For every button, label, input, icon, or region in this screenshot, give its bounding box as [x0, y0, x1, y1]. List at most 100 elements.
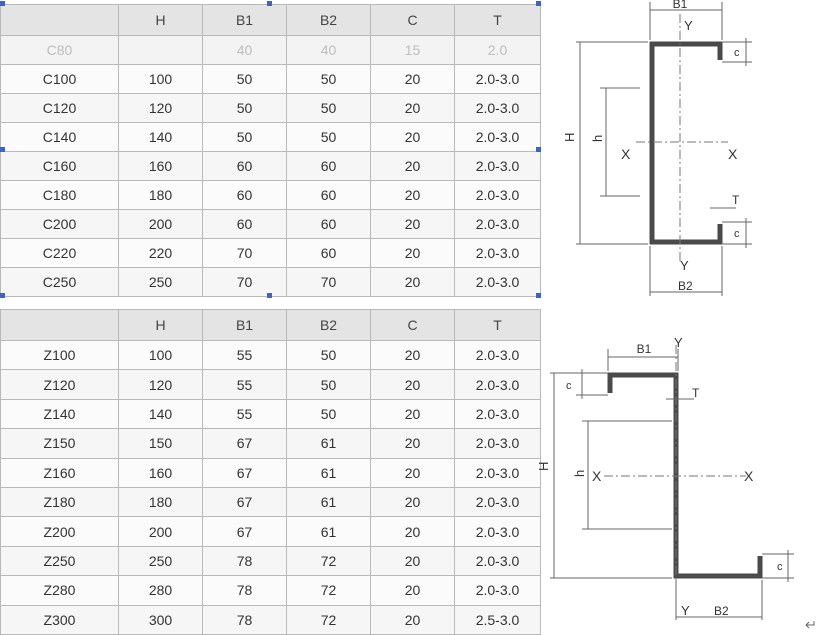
z-section-diagram: B1 Y c T H h X X c Y B2: [538, 335, 794, 620]
selection-handle[interactable]: [267, 293, 272, 298]
header-cell-t: T: [454, 309, 541, 341]
table-cell: 61: [286, 516, 371, 547]
return-arrow-icon: [805, 621, 815, 629]
table-cell: 72: [286, 545, 371, 577]
table-cell: 20: [370, 545, 455, 577]
table-row-partial: C80 40 40 15 2.0: [0, 35, 541, 65]
table-cell: 20: [370, 64, 455, 94]
table-cell: 2.0-3.0: [454, 369, 541, 400]
table-cell: 60: [202, 209, 287, 239]
table-cell: 2.0-3.0: [454, 516, 541, 547]
z-diagram-label-t: T: [692, 386, 700, 400]
table-cell: 67: [202, 516, 287, 547]
table-cell: Z150: [0, 428, 119, 459]
table-cell: 55: [202, 398, 287, 430]
z-diagram-label-c-bottom: c: [777, 561, 783, 573]
table-cell: Z180: [0, 486, 119, 518]
table-cell: 200: [118, 516, 203, 547]
table-cell: 78: [202, 545, 287, 577]
table-cell: 140: [118, 122, 203, 152]
table-cell: 100: [118, 64, 203, 94]
table-cell: 20: [370, 428, 455, 459]
z-diagram-label-x-left: X: [592, 468, 602, 484]
table-cell: 70: [202, 238, 287, 268]
table-cell: 20: [370, 575, 455, 606]
table-cell: 50: [202, 64, 287, 94]
table-cell: 160: [118, 457, 203, 488]
selection-handle[interactable]: [0, 293, 5, 298]
table-cell: 60: [202, 151, 287, 181]
header-cell-b2: B2: [286, 4, 371, 36]
table-cell: C160: [0, 151, 119, 181]
table-cell: 70: [286, 267, 371, 297]
table-cell: 50: [286, 398, 371, 430]
header-cell-c: C: [370, 309, 455, 341]
table-cell: 50: [202, 122, 287, 152]
z-diagram-label-y-top: Y: [674, 335, 683, 350]
table-cell: 2.0-3.0: [454, 209, 541, 239]
table-cell: 300: [118, 604, 203, 635]
header-cell-b1: B1: [202, 4, 287, 36]
table-cell: Z300: [0, 604, 119, 635]
selection-handle[interactable]: [0, 1, 5, 6]
table-header-row: H B1 B2 C T: [0, 309, 541, 341]
c-diagram-label-b1: B1: [673, 0, 688, 11]
header-cell-model: [0, 309, 119, 341]
table-cell: 20: [370, 151, 455, 181]
table-cell: 40: [202, 35, 287, 65]
table-cell: Z200: [0, 516, 119, 547]
table-cell: 280: [118, 575, 203, 606]
table-cell: Z160: [0, 457, 119, 488]
table-cell: 50: [202, 93, 287, 123]
table-cell: 60: [202, 180, 287, 210]
table-cell: C120: [0, 93, 119, 123]
table-cell: 50: [286, 339, 371, 371]
table-cell: C140: [0, 122, 119, 152]
table-cell: 100: [118, 339, 203, 371]
table-cell: 2.0-3.0: [454, 151, 541, 181]
table-cell: 2.0-3.0: [454, 267, 541, 297]
header-cell-c: C: [370, 4, 455, 36]
selection-handle[interactable]: [536, 147, 541, 152]
table-cell: 15: [370, 35, 455, 65]
selection-handle[interactable]: [0, 147, 5, 152]
table-cell: 180: [118, 180, 203, 210]
z-diagram-label-h-inner: h: [572, 470, 587, 477]
table-cell: 150: [118, 428, 203, 459]
table-cell: 60: [286, 238, 371, 268]
table-cell: 50: [286, 93, 371, 123]
table-cell: 140: [118, 398, 203, 430]
table-cell: C200: [0, 209, 119, 239]
c-diagram-label-y-bottom: Y: [680, 258, 689, 273]
header-cell-t: T: [454, 4, 541, 36]
selection-handle[interactable]: [536, 293, 541, 298]
table-cell: 20: [370, 457, 455, 488]
table-cell: C80: [0, 35, 119, 65]
table-cell: C220: [0, 238, 119, 268]
table-cell: 180: [118, 486, 203, 518]
c-diagram-label-c-bottom: c: [734, 228, 740, 240]
table-cell: 20: [370, 516, 455, 547]
table-cell: 20: [370, 180, 455, 210]
table-cell: C100: [0, 64, 119, 94]
table-cell: Z100: [0, 339, 119, 371]
table-cell: 20: [370, 369, 455, 400]
table-cell: 2.0-3.0: [454, 122, 541, 152]
table-cell: 70: [202, 267, 287, 297]
selection-handle[interactable]: [267, 1, 272, 6]
table-cell: 78: [202, 604, 287, 635]
table-cell: 120: [118, 369, 203, 400]
selection-handle[interactable]: [536, 1, 541, 6]
table-cell: 2.0-3.0: [454, 486, 541, 518]
c-diagram-label-h-total: H: [562, 133, 577, 142]
